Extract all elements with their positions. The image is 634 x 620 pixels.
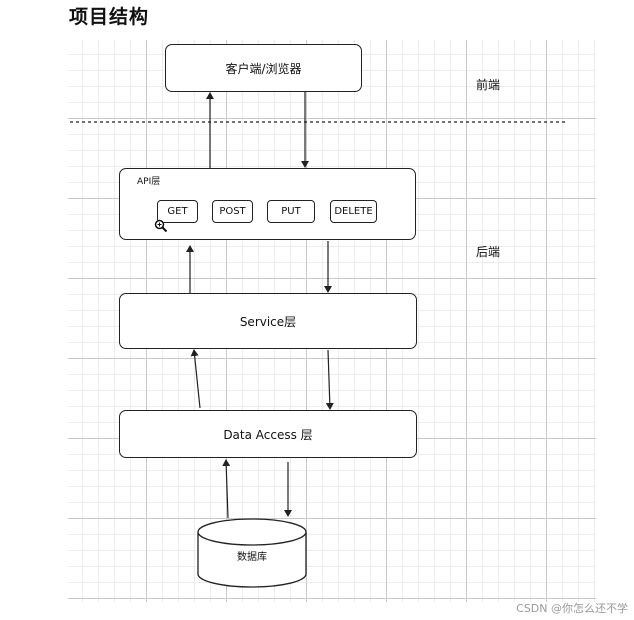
arrow-db-to-dataaccess	[222, 459, 231, 519]
delete-method-box: DELETE	[330, 200, 377, 223]
arrow-service-to-dataaccess	[325, 349, 334, 410]
get-method-box: GET	[157, 200, 198, 223]
frontend-label: 前端	[476, 78, 501, 92]
api-layer-label: API层	[137, 177, 161, 187]
client-browser-box: 客户端/浏览器	[165, 44, 362, 92]
magnifier-icon	[154, 219, 168, 233]
data-access-layer-label: Data Access 层	[223, 427, 313, 442]
service-layer-box: Service层	[119, 293, 417, 349]
database-cylinder	[197, 518, 307, 588]
client-browser-label: 客户端/浏览器	[225, 61, 302, 76]
post-method-box: POST	[212, 200, 253, 223]
put-method-box: PUT	[267, 200, 315, 223]
post-method-label: POST	[219, 206, 246, 217]
watermark: CSDN @你怎么还不学	[516, 602, 628, 615]
arrow-dataaccess-to-service	[190, 349, 201, 409]
delete-method-label: DELETE	[334, 206, 373, 217]
put-method-label: PUT	[281, 206, 301, 217]
backend-label: 后端	[476, 245, 501, 259]
database-label: 数据库	[237, 552, 267, 563]
service-layer-label: Service层	[239, 314, 297, 329]
data-access-layer-box: Data Access 层	[119, 410, 417, 458]
get-method-label: GET	[167, 206, 188, 217]
page-title: 项目结构	[69, 6, 150, 28]
